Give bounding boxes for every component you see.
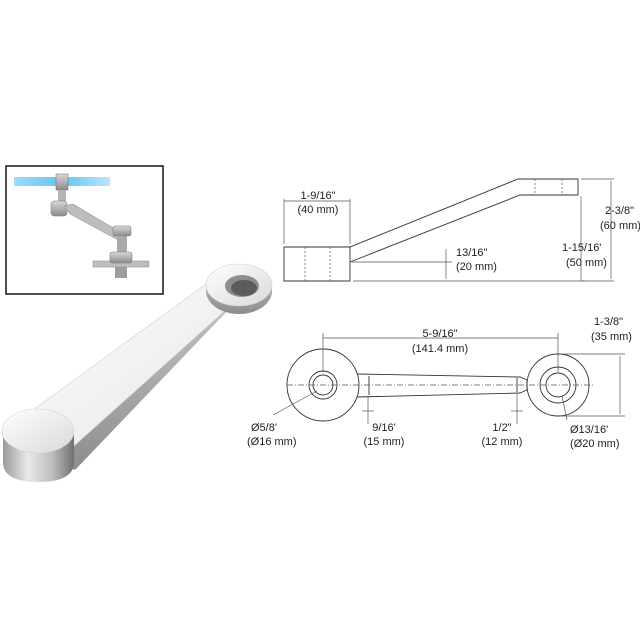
dim-total-height-metric: (60 mm) [600, 220, 640, 232]
dim-hole-right-imperial: Ø13/16' [570, 424, 608, 436]
dim-top-width-imperial: 1-9/16" [300, 190, 335, 202]
dim-end-height-metric: (20 mm) [456, 261, 497, 273]
dim-neck-right-metric: (12 mm) [482, 436, 523, 448]
dim-total-height-imperial: 2-3/8" [605, 205, 634, 217]
dim-top-width-metric: (40 mm) [298, 204, 339, 216]
dim-length-imperial: 5-9/16" [422, 328, 457, 340]
top-view-drawing: 5-9/16" (141.4 mm) 1-3/8" (35 mm) Ø5/8' … [247, 316, 632, 450]
dim-hole-right-metric: (Ø20 mm) [570, 438, 620, 450]
dim-end-height-imperial: 13/16" [456, 247, 488, 259]
fitting-icon [55, 173, 69, 191]
dim-length-metric: (141.4 mm) [412, 343, 468, 355]
dim-eye-width-imperial: 1-3/8" [594, 316, 623, 328]
dim-eye-width-metric: (35 mm) [591, 331, 632, 343]
dim-drop-metric: (50 mm) [566, 257, 607, 269]
arm-render [1, 263, 273, 482]
side-view-drawing: 1-9/16" (40 mm) 2-3/8" (60 mm) 1-15/16' … [283, 178, 640, 282]
dim-hole-left-imperial: Ø5/8' [251, 422, 277, 434]
dim-drop-imperial: 1-15/16' [562, 242, 601, 254]
dim-neck-right-imperial: 1/2" [492, 422, 511, 434]
dim-neck-left-metric: (15 mm) [364, 436, 405, 448]
installation-inset [5, 165, 164, 295]
dim-neck-left-imperial: 9/16' [372, 422, 396, 434]
dim-hole-left-metric: (Ø16 mm) [247, 436, 297, 448]
